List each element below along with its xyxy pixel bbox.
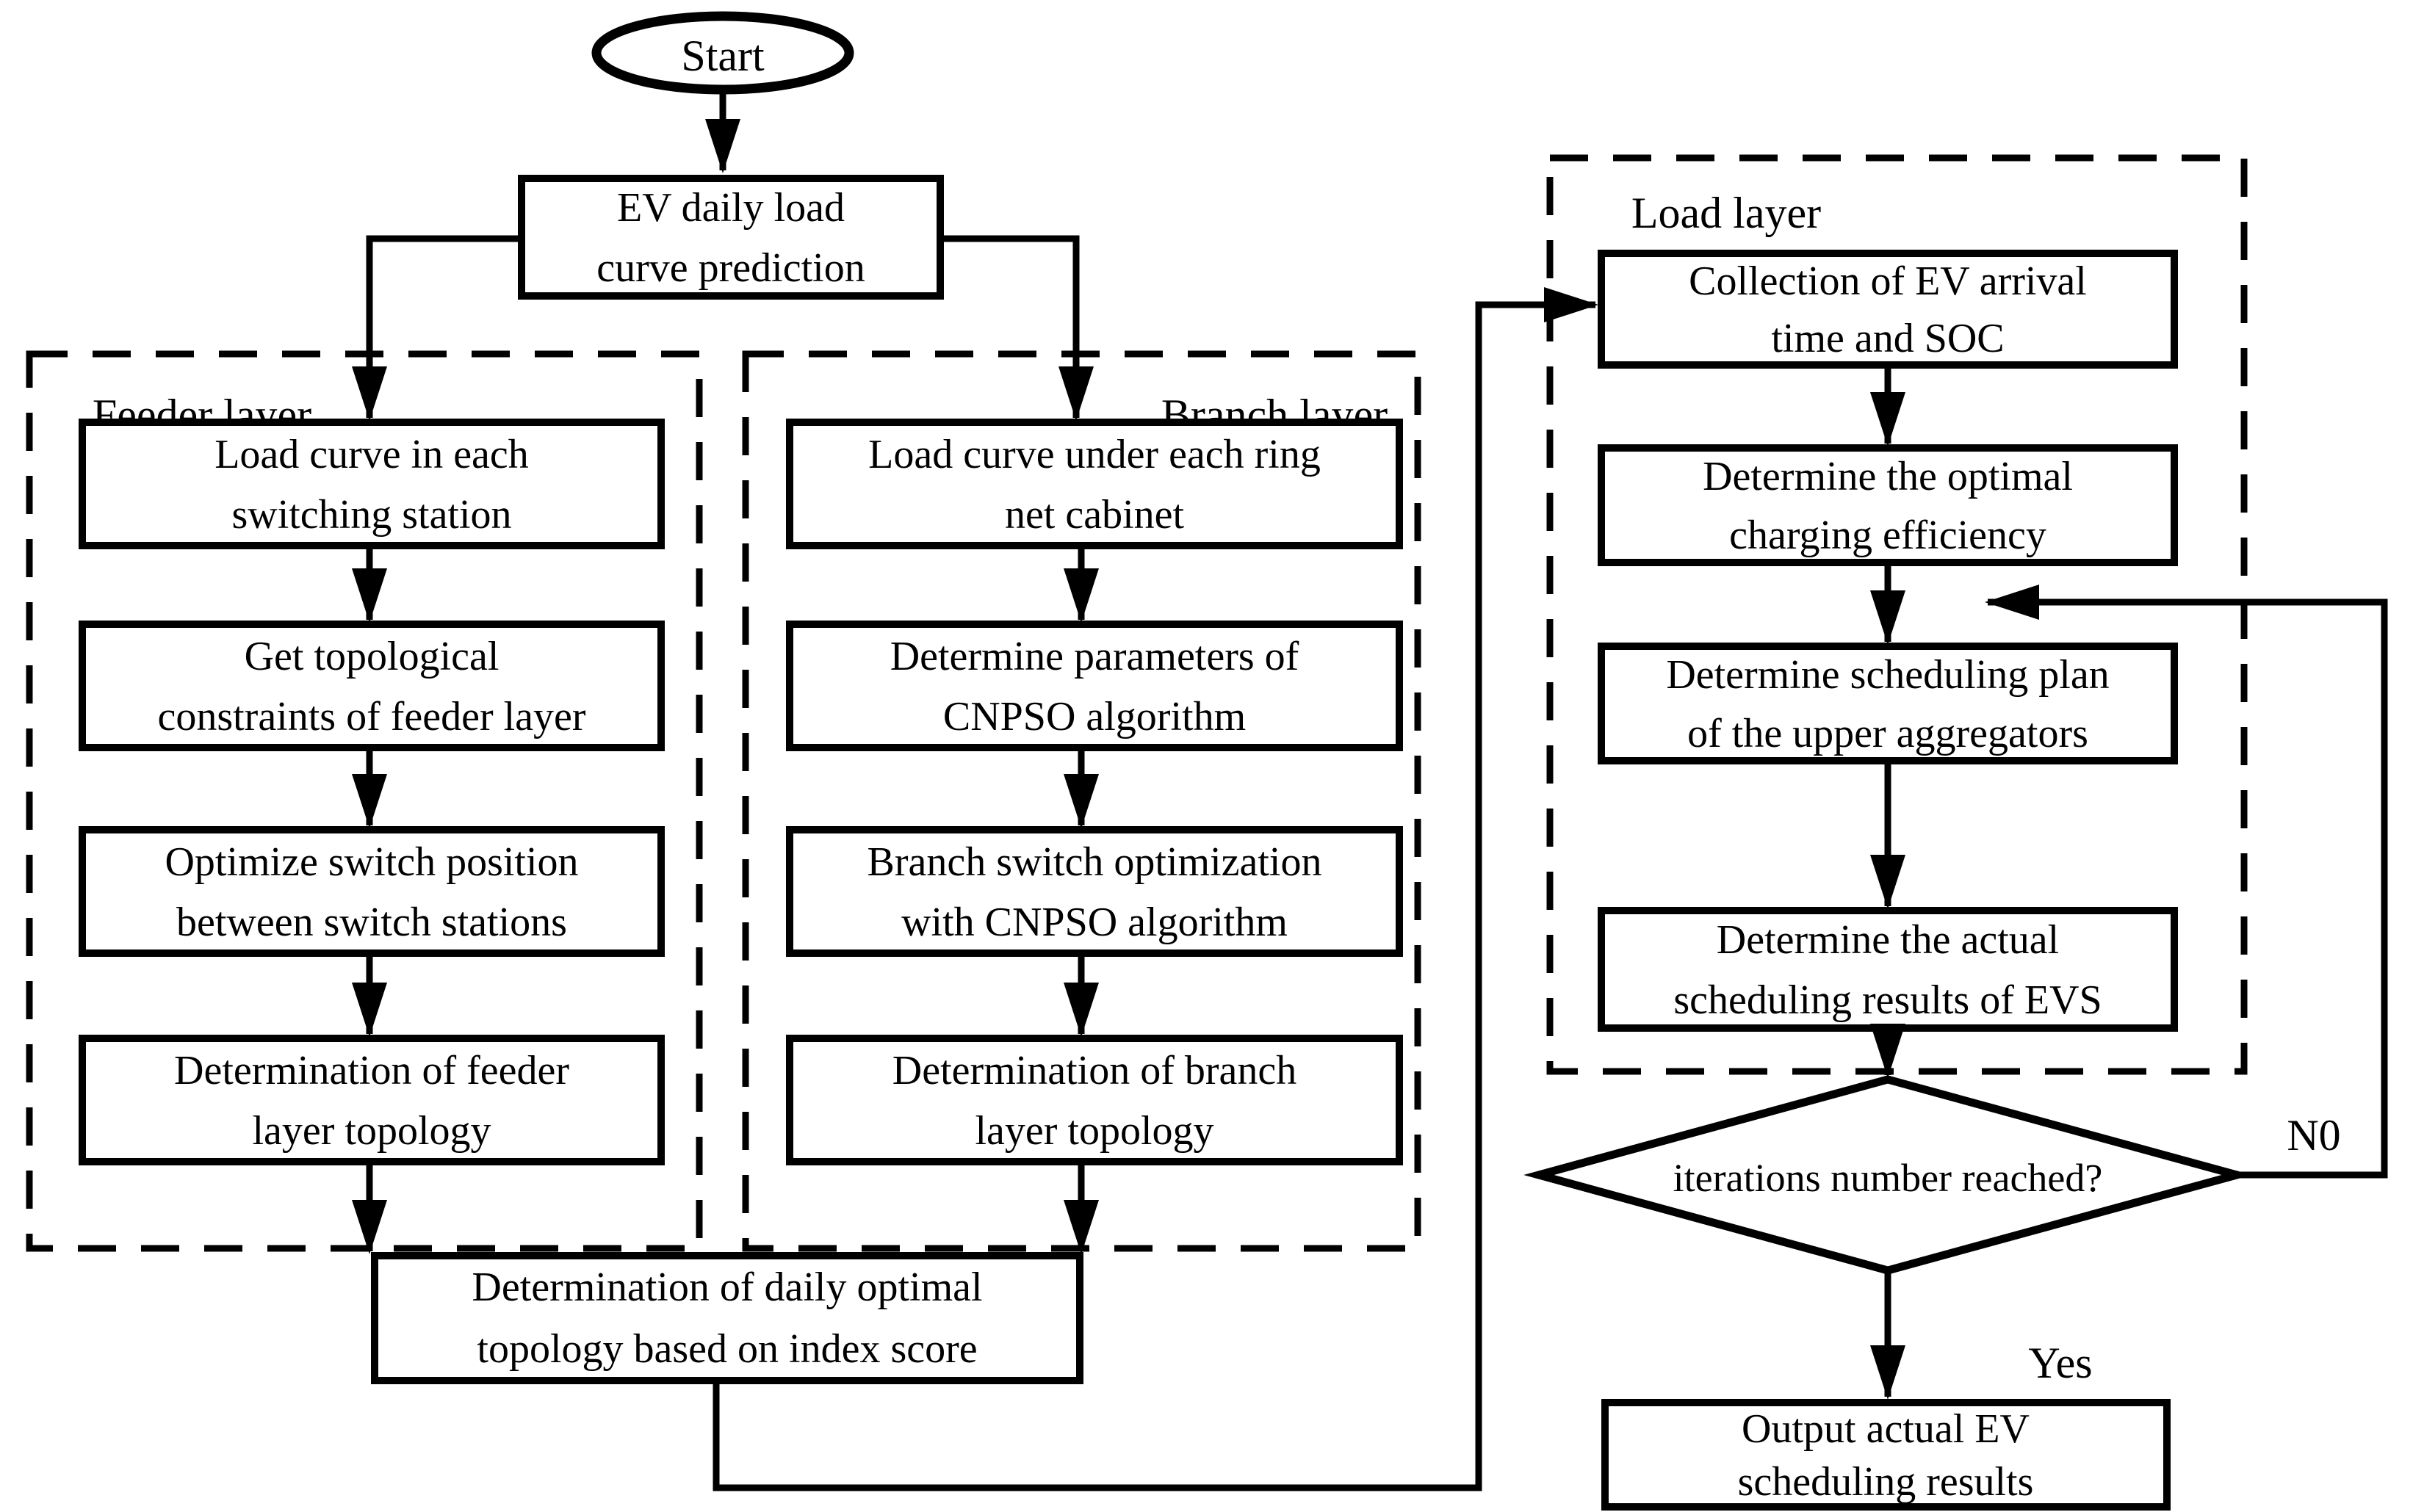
load-box-2-line2: charging efficiency: [1729, 513, 2046, 558]
load-box-4: [1598, 907, 2178, 1032]
branch-box-4-line1: Determination of branch: [892, 1048, 1296, 1093]
feeder-box-1-line1: Load curve in each: [214, 432, 529, 477]
output-box: [1601, 1399, 2171, 1511]
branch-box-2: [786, 621, 1403, 751]
start-node: Start: [591, 11, 854, 95]
branch-box-3-line1: Branch switch optimization: [868, 839, 1322, 885]
ev-prediction-node: EV daily load curve prediction: [518, 175, 944, 300]
load-box-1: [1598, 250, 2178, 369]
load-box-1-line2: time and SOC: [1771, 316, 2004, 361]
load-box-4-line1: Determine the actual: [1717, 917, 2059, 963]
load-box-2-line1: Determine the optimal: [1703, 454, 2073, 499]
load-layer-border: [1546, 154, 2248, 1075]
start-label: Start: [681, 32, 765, 80]
ev-prediction-line1: EV daily load: [617, 185, 845, 231]
no-edge-label: N0: [2287, 1111, 2340, 1160]
feeder-box-1-line2: switching station: [231, 492, 511, 538]
edge-no-feedback: [1985, 585, 2388, 1179]
daily-topology-box: [371, 1252, 1083, 1384]
ev-prediction-box: [518, 175, 944, 300]
load-box-3-line1: Determine scheduling plan: [1666, 652, 2109, 698]
feeder-layer-group: Feeder layer Load curve in each switchin…: [26, 350, 703, 1252]
decision-node: iterations number reached?: [1523, 1075, 2252, 1275]
branch-box-2-line2: CNPSO algorithm: [943, 694, 1246, 739]
feeder-box-4-line1: Determination of feeder: [174, 1048, 569, 1093]
branch-box-1-line1: Load curve under each ring: [868, 432, 1321, 477]
feeder-box-4-line2: layer topology: [252, 1108, 491, 1154]
feeder-box-3-line2: between switch stations: [176, 900, 567, 945]
branch-box-1: [786, 419, 1403, 549]
daily-topology-line1: Determination of daily optimal: [472, 1265, 982, 1310]
feeder-box-4: [79, 1035, 665, 1165]
branch-box-3-line2: with CNPSO algorithm: [901, 900, 1288, 945]
load-box-3-line2: of the upper aggregators: [1687, 711, 2088, 756]
feeder-box-2-line1: Get topological: [245, 634, 499, 679]
edge-topology-to-load: [713, 287, 1598, 1491]
load-layer-label: Load layer: [1631, 189, 1821, 237]
output-line1: Output actual EV: [1742, 1406, 2030, 1452]
branch-box-2-line1: Determine parameters of: [890, 634, 1299, 679]
decision-question: iterations number reached?: [1673, 1156, 2103, 1200]
branch-box-4-line2: layer topology: [975, 1108, 1213, 1154]
yes-edge-label: Yes: [2028, 1339, 2092, 1387]
branch-layer-group: Branch layer Load curve under each ring …: [742, 350, 1421, 1252]
load-box-1-line1: Collection of EV arrival: [1689, 258, 2087, 304]
edge-ev-to-branch: [940, 235, 1094, 421]
feeder-box-3-line1: Optimize switch position: [165, 839, 578, 885]
output-line2: scheduling results: [1738, 1459, 2034, 1505]
edge-ev-to-feeder: [352, 235, 522, 421]
daily-topology-node: Determination of daily optimal topology …: [371, 1252, 1083, 1384]
load-layer-group: Load layer Collection of EV arrival time…: [1546, 154, 2248, 1075]
ev-prediction-line2: curve prediction: [596, 245, 865, 291]
output-node: Output actual EV scheduling results: [1601, 1399, 2171, 1511]
feeder-box-2-line2: constraints of feeder layer: [157, 694, 585, 739]
load-box-3: [1598, 643, 2178, 764]
load-box-4-line2: scheduling results of EVS: [1673, 977, 2102, 1023]
branch-box-1-line2: net cabinet: [1005, 492, 1185, 538]
branch-box-3: [786, 826, 1403, 957]
feeder-box-3: [79, 826, 665, 957]
branch-box-4: [786, 1035, 1403, 1165]
daily-topology-line2: topology based on index score: [477, 1326, 977, 1372]
